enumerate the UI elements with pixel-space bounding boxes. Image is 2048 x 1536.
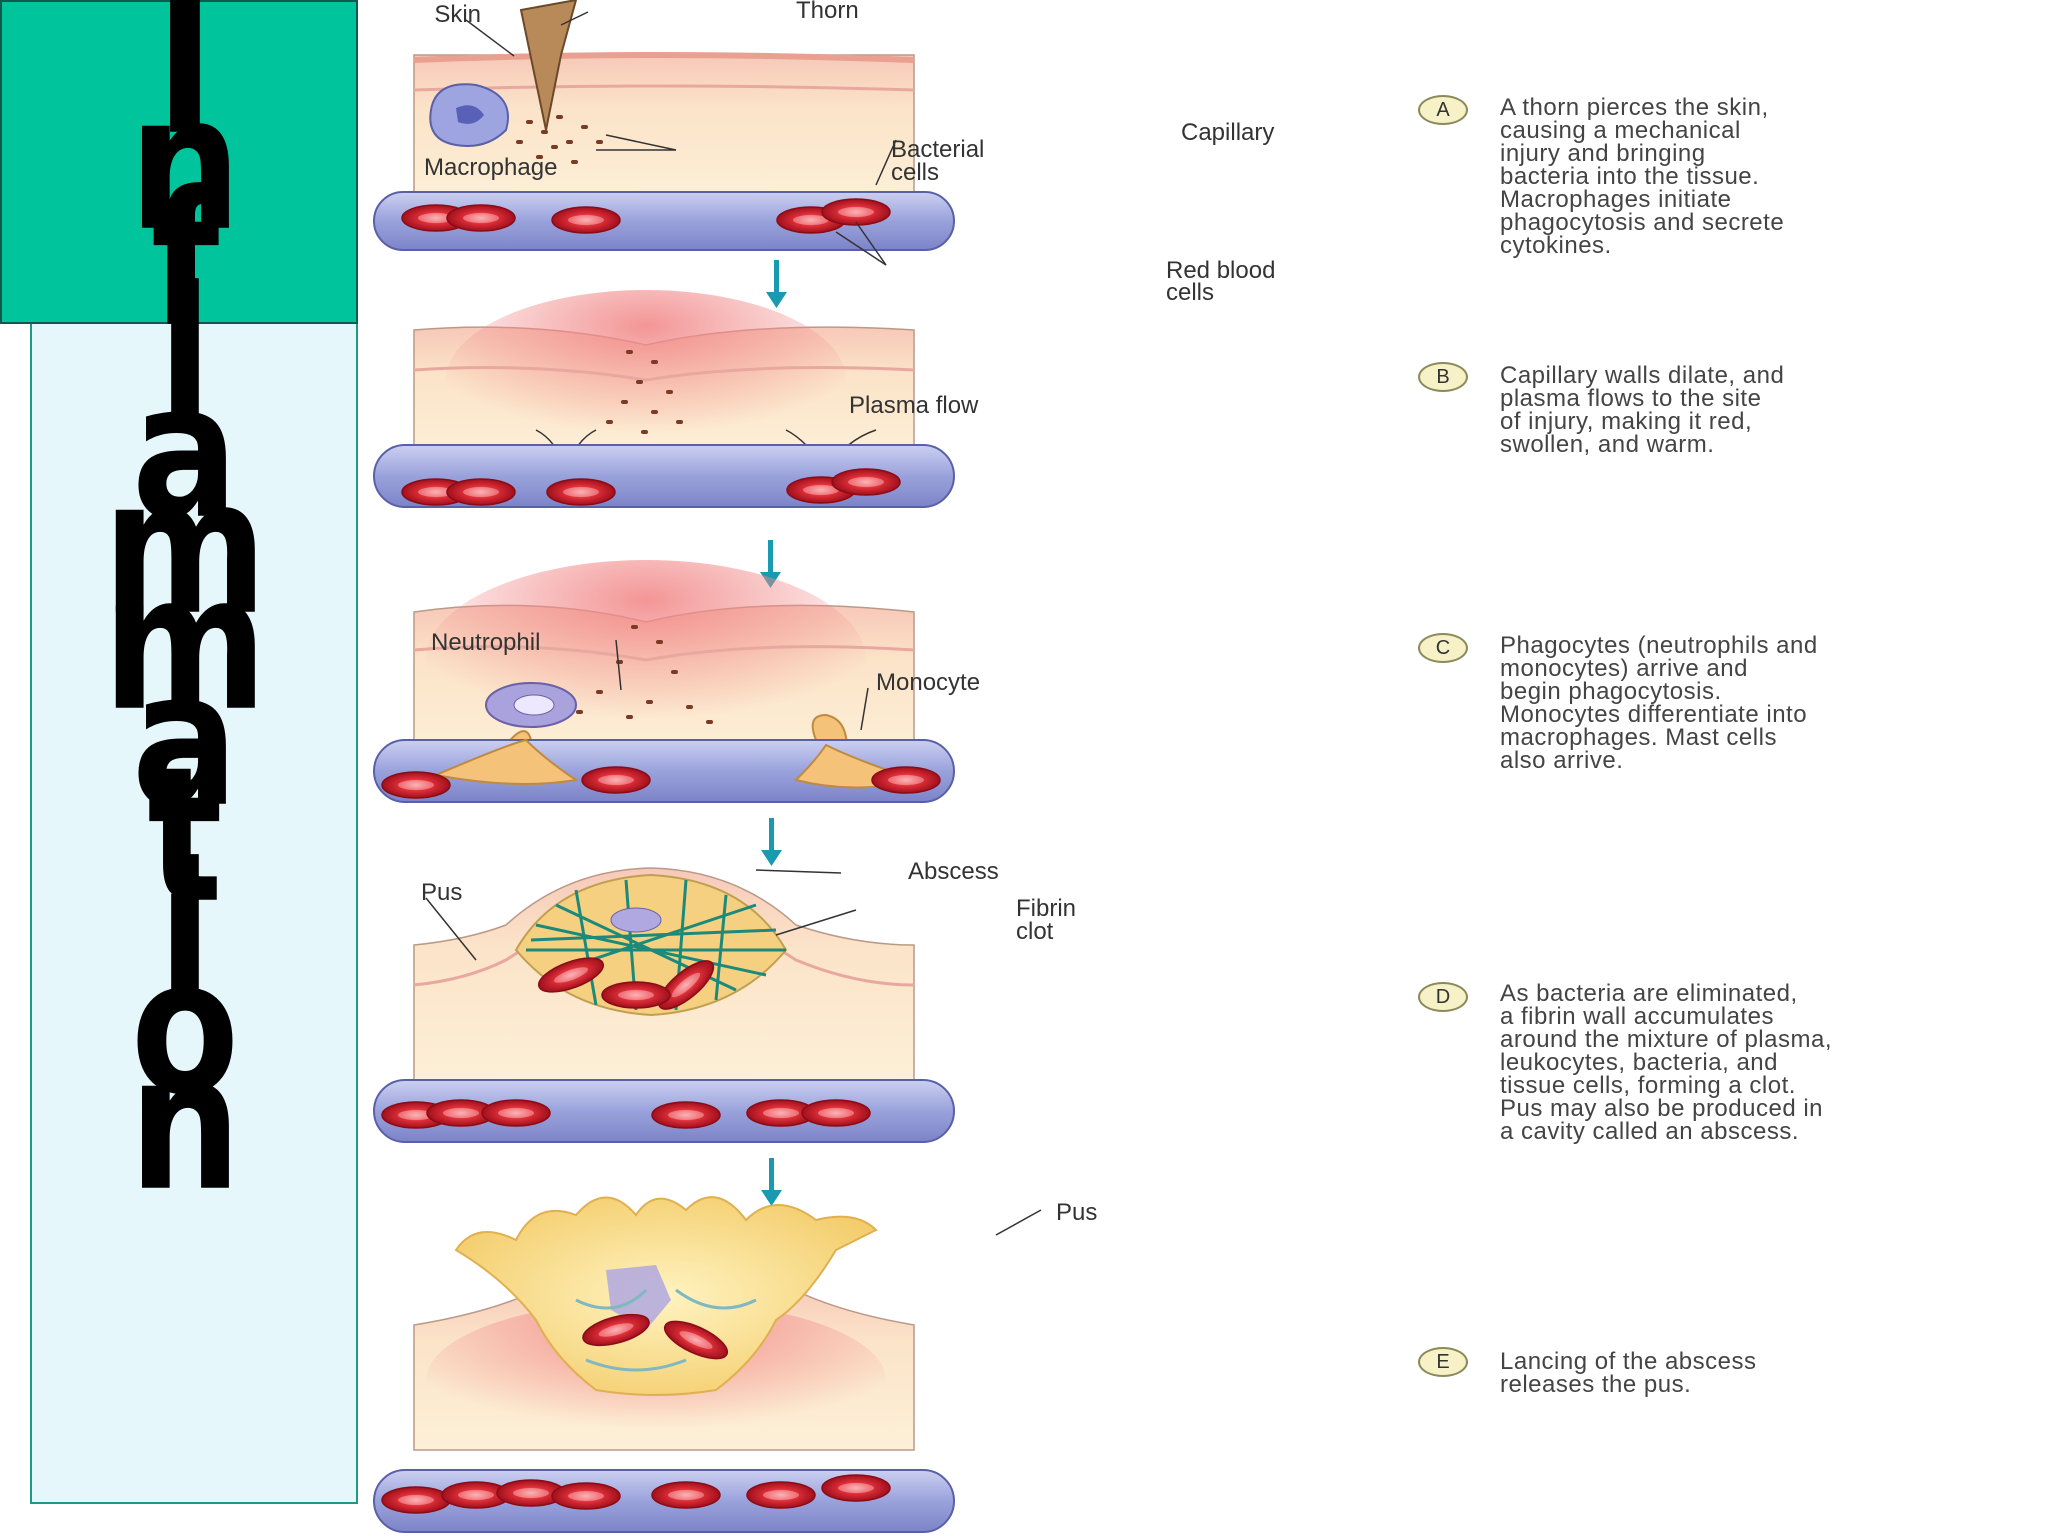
step-c-line: begin phagocytosis. — [1500, 678, 1722, 705]
step-e-line: Lancing of the abscess — [1500, 1348, 1757, 1375]
label-macrophage: Macrophage — [424, 154, 557, 181]
step-d-line: As bacteria are eliminated, — [1500, 980, 1798, 1007]
label-skin: Skin — [434, 1, 481, 28]
step-b-text: Capillary walls dilate, and plasma flows… — [1500, 362, 2040, 458]
label-monocyte: Monocyte — [876, 669, 980, 696]
title-letter: n — [128, 1015, 242, 1233]
title-box — [0, 0, 358, 324]
step-a-line: Macrophages initiate — [1500, 186, 1732, 213]
step-e-badge: E — [1418, 1347, 1468, 1377]
step-d-line: tissue cells, forming a clot. — [1500, 1072, 1796, 1099]
step-b-line: plasma flows to the site — [1500, 385, 1762, 412]
label-bacterial-cells-1: Bacterial — [891, 136, 984, 163]
label-abscess: Abscess — [908, 858, 999, 885]
step-d-line: leukocytes, bacteria, and — [1500, 1049, 1778, 1076]
inflammation-diagram: Skin Thorn Macrophage Bacterial cells Ca… — [373, 0, 1275, 1533]
step-c-line: Monocytes differentiate into — [1500, 701, 1808, 728]
arrow-a-b — [766, 260, 787, 308]
step-d-line: around the mixture of plasma, — [1500, 1026, 1832, 1053]
label-capillary: Capillary — [1181, 119, 1274, 146]
step-b-line: swollen, and warm. — [1500, 431, 1715, 458]
label-red-blood-cells-1: Red blood — [1166, 257, 1275, 284]
arrow-d-e — [761, 1158, 782, 1206]
step-a-line: A thorn pierces the skin, — [1500, 94, 1769, 121]
step-a-line: causing a mechanical — [1500, 117, 1741, 144]
step-d-text: As bacteria are eliminated, a fibrin wal… — [1500, 980, 2040, 1145]
panel-d: Pus Abscess Fibrin clot — [373, 858, 1076, 1143]
step-c-line: monocytes) arrive and — [1500, 655, 1748, 682]
label-plasma-flow: Plasma flow — [849, 392, 979, 419]
step-a-badge: A — [1418, 95, 1468, 125]
label-thorn: Thorn — [796, 0, 859, 24]
label-pus-d: Pus — [421, 879, 462, 906]
label-red-blood-cells-2: cells — [1166, 279, 1214, 306]
panel-c: Neutrophil Monocyte — [373, 560, 980, 803]
step-d-line: a fibrin wall accumulates — [1500, 1003, 1774, 1030]
arrow-c-d — [761, 818, 782, 866]
panel-e: Pus — [373, 1196, 1097, 1533]
left-panel — [30, 320, 358, 1504]
step-e-text: Lancing of the abscess releases the pus. — [1500, 1348, 2040, 1398]
step-a-line: phagocytosis and secrete — [1500, 209, 1785, 236]
label-bacterial-cells-2: cells — [891, 159, 939, 186]
step-a-line: injury and bringing — [1500, 140, 1706, 167]
label-fibrin-clot-2: clot — [1016, 918, 1054, 945]
step-c-badge: C — [1418, 633, 1468, 663]
step-d-line: Pus may also be produced in — [1500, 1095, 1824, 1122]
step-b-badge: B — [1418, 362, 1468, 392]
panel-a: Skin Thorn Macrophage Bacterial cells Ca… — [373, 0, 1275, 306]
step-a-line: cytokines. — [1500, 232, 1612, 259]
label-fibrin-clot-1: Fibrin — [1016, 895, 1076, 922]
label-pus-e: Pus — [1056, 1199, 1097, 1226]
label-neutrophil: Neutrophil — [431, 629, 540, 656]
panel-b: Plasma flow — [373, 290, 979, 508]
step-e-line: releases the pus. — [1500, 1371, 1692, 1398]
step-c-text: Phagocytes (neutrophils and monocytes) a… — [1500, 632, 2040, 774]
step-d-line: a cavity called an abscess. — [1500, 1118, 1799, 1145]
step-a-line: bacteria into the tissue. — [1500, 163, 1760, 190]
step-b-line: of injury, making it red, — [1500, 408, 1753, 435]
step-b-line: Capillary walls dilate, and — [1500, 362, 1785, 389]
vertical-title: I n f l a m m a t i o n — [60, 0, 310, 1217]
step-c-line: also arrive. — [1500, 747, 1624, 774]
step-c-line: macrophages. Mast cells — [1500, 724, 1777, 751]
step-a-text: A thorn pierces the skin, causing a mech… — [1500, 94, 2040, 259]
step-c-line: Phagocytes (neutrophils and — [1500, 632, 1818, 659]
step-d-badge: D — [1418, 982, 1468, 1012]
